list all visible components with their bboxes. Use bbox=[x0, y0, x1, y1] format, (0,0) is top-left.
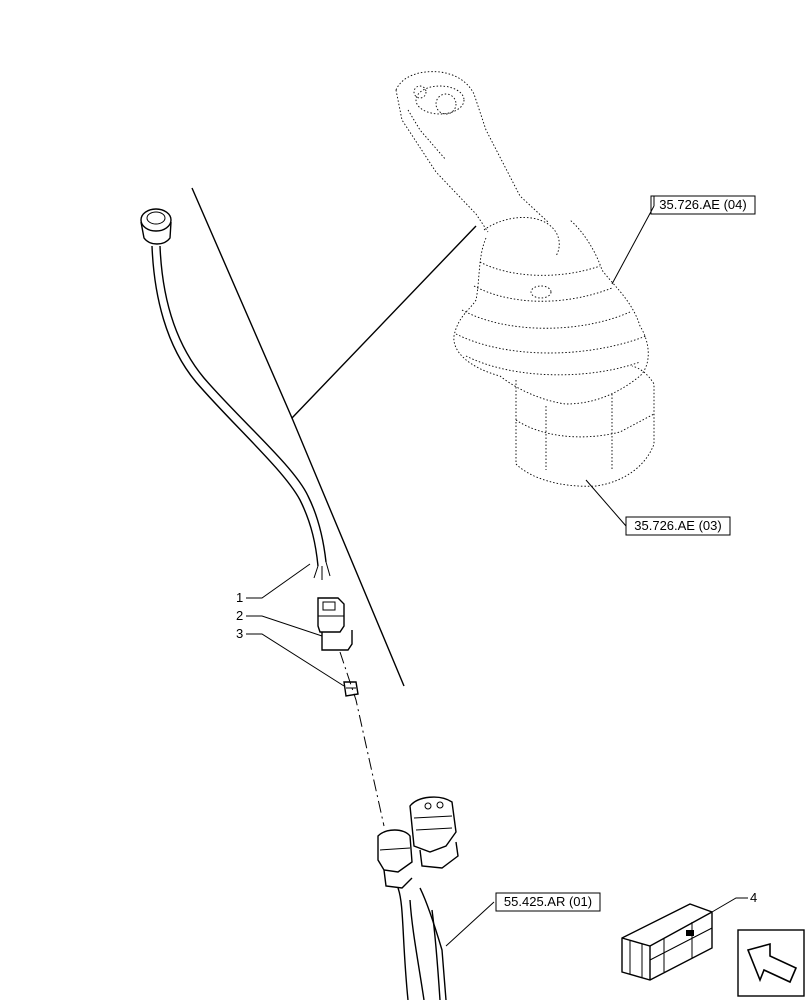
clip bbox=[343, 681, 359, 697]
callout-item-4: 4 bbox=[711, 890, 757, 913]
svg-text:2: 2 bbox=[236, 608, 243, 623]
kit-box-icon bbox=[621, 903, 713, 981]
joystick-assembly bbox=[395, 71, 655, 487]
ref-joystick-boot-text: 35.726.AE (04) bbox=[659, 197, 746, 212]
ref-joystick-base-text: 35.726.AE (03) bbox=[634, 518, 721, 533]
svg-text:1: 1 bbox=[236, 590, 243, 605]
callout-item-2: 2 bbox=[236, 608, 323, 637]
svg-text:4: 4 bbox=[750, 890, 757, 905]
ref-harness-text: 55.425.AR (01) bbox=[504, 894, 592, 909]
harness-connectors bbox=[377, 796, 459, 1000]
connector bbox=[317, 597, 353, 651]
ref-joystick-base[interactable]: 35.726.AE (03) bbox=[585, 479, 731, 536]
ref-joystick-boot[interactable]: 35.726.AE (04) bbox=[611, 195, 756, 285]
alignment-line bbox=[339, 651, 385, 827]
callout-item-1: 1 bbox=[236, 563, 311, 605]
section-lines bbox=[191, 187, 477, 687]
arrow-navigation-icon bbox=[737, 929, 805, 997]
svg-text:3: 3 bbox=[236, 626, 243, 641]
ref-harness[interactable]: 55.425.AR (01) bbox=[445, 892, 601, 947]
cable-assembly bbox=[140, 208, 331, 580]
callout-item-3: 3 bbox=[236, 626, 345, 687]
